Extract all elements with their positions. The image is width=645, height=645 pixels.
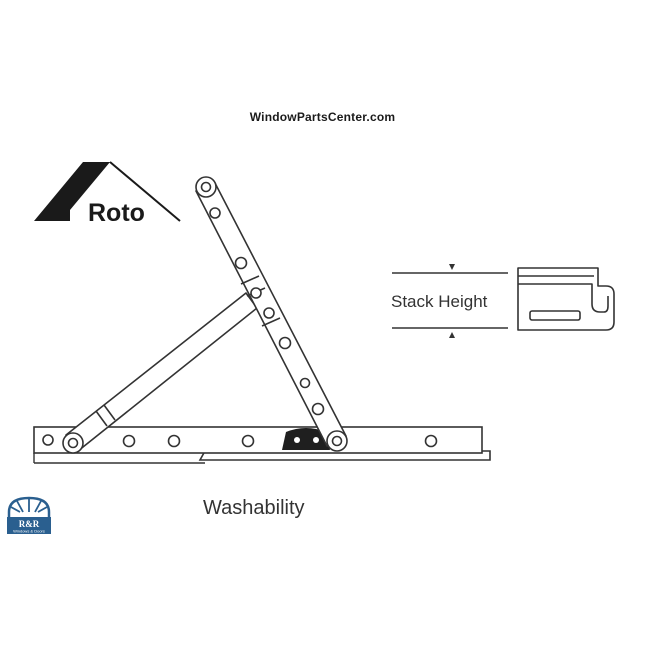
track-main-plate: [33, 426, 483, 454]
track-shoe: [282, 428, 330, 450]
stack-height-dimension: Stack Height: [391, 264, 508, 338]
roto-roof-outline-icon: [109, 161, 181, 222]
track-hole: [241, 434, 255, 448]
support-arm: [62, 292, 258, 454]
track-hole: [122, 434, 136, 448]
track-hole: [42, 434, 54, 446]
roto-brand-label: Roto: [88, 199, 145, 227]
track-hole: [167, 434, 181, 448]
track: [33, 426, 491, 464]
roto-roof-icon: [34, 162, 110, 221]
arrow-down-icon: [449, 264, 455, 270]
roto-logo: Roto: [34, 161, 181, 227]
rr-monogram: R&R: [19, 519, 40, 529]
rr-tagline: Windows & Doors: [13, 529, 45, 534]
rr-logo: R&R Windows & Doors: [7, 496, 51, 534]
arrow-up-icon: [449, 332, 455, 338]
diagram-caption: Washability: [203, 497, 305, 519]
stack-height-label: Stack Height: [391, 292, 488, 311]
track-profile: [517, 267, 615, 331]
track-hole: [424, 434, 438, 448]
site-title: WindowPartsCenter.com: [249, 110, 396, 124]
main-arm: [195, 176, 348, 452]
